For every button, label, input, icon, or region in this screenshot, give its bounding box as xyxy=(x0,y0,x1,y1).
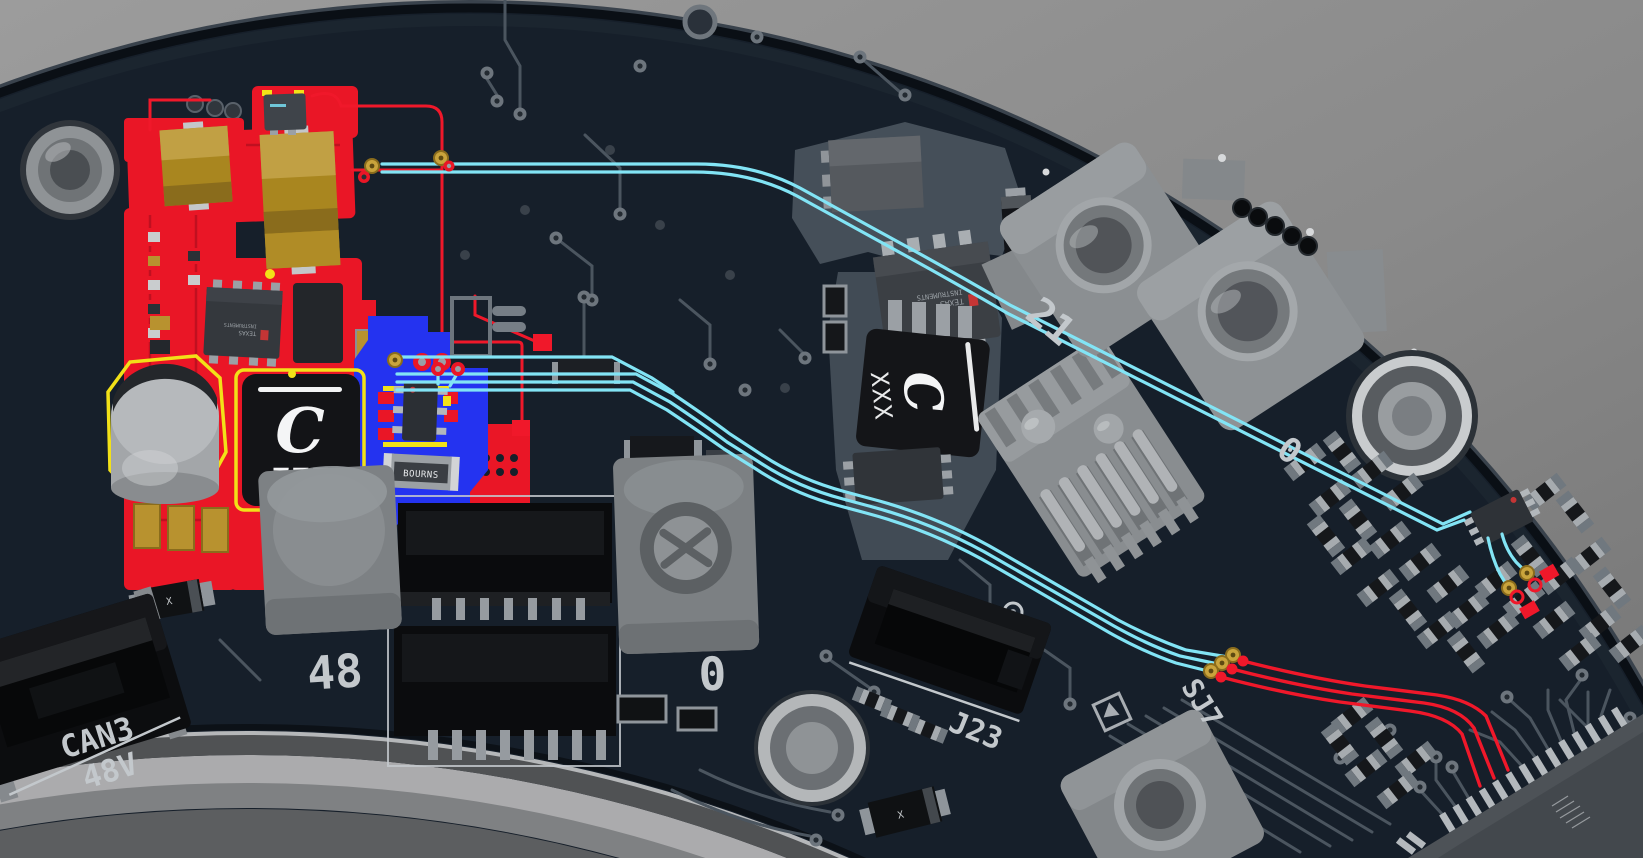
yellow-via xyxy=(265,269,275,279)
bourns-marking: BOURNS xyxy=(403,469,439,481)
power-module[interactable] xyxy=(820,135,924,213)
qfp-pins xyxy=(1395,706,1628,855)
tantalum-capacitor-1[interactable] xyxy=(159,120,233,213)
power-pads-gold xyxy=(133,503,229,553)
standoff-hole-right xyxy=(1346,350,1478,482)
small-caps-left xyxy=(822,284,848,354)
cyan-net-bundle[interactable] xyxy=(393,355,1230,673)
footprint-outline xyxy=(450,296,526,358)
sj7-jumper[interactable] xyxy=(1086,686,1137,737)
inductor-logo: C xyxy=(275,394,324,467)
ti-sot-on-blue[interactable] xyxy=(392,380,448,442)
caps-bottom-center xyxy=(616,694,718,732)
svg-text:X: X xyxy=(897,810,906,822)
yellow-highlight-bar xyxy=(383,442,447,447)
red-net-traces[interactable] xyxy=(1219,659,1510,788)
inductor2-value: XXX xyxy=(865,370,898,422)
spring-contact-connector[interactable] xyxy=(975,334,1214,589)
ti-logo: TEXAS INSTRUMENTS xyxy=(224,321,269,341)
ti-soic8-converter[interactable]: TEXAS INSTRUMENTS xyxy=(203,279,283,367)
silk-0: 0 xyxy=(698,647,728,702)
mount-hole-top-left xyxy=(20,120,120,220)
inductor2-logo: C xyxy=(890,368,955,416)
edge-holes xyxy=(1232,198,1318,256)
svg-text:INSTRUMENTS: INSTRUMENTS xyxy=(224,321,257,329)
yellow-mark xyxy=(443,396,451,406)
electrolytic-capacitor[interactable] xyxy=(106,354,228,504)
diode-bottom[interactable]: X xyxy=(858,784,952,840)
inductor-cxxx[interactable]: C XXX xyxy=(855,300,991,458)
sot23-regulator[interactable] xyxy=(254,90,307,135)
net-vias[interactable] xyxy=(358,150,1560,683)
j23-connector[interactable] xyxy=(845,565,1052,723)
mount-block-0[interactable] xyxy=(613,453,760,655)
silkscreen-line xyxy=(8,716,181,796)
silkscreen-line xyxy=(848,661,1020,723)
mount-block-bottom[interactable] xyxy=(1057,706,1269,858)
center-cutout-arcs xyxy=(0,724,866,858)
board-vias xyxy=(186,4,1637,847)
cyan-net-pair[interactable] xyxy=(380,162,1526,586)
sot-chip-right[interactable] xyxy=(1462,485,1542,550)
red-pad xyxy=(512,420,530,436)
qfp-mcu[interactable] xyxy=(1395,706,1643,858)
silk-48: 48 xyxy=(305,643,364,701)
dual-connector[interactable] xyxy=(387,495,621,767)
tantalum-capacitor-2[interactable] xyxy=(259,124,341,276)
mount-block-48[interactable] xyxy=(258,463,403,636)
qfp-logo-hatch xyxy=(1551,795,1591,829)
soic6-below[interactable] xyxy=(842,446,954,505)
svg-text:TEXAS: TEXAS xyxy=(238,329,257,337)
can3-connector[interactable] xyxy=(0,586,198,806)
yellow-via xyxy=(288,370,296,378)
smd-block[interactable] xyxy=(293,283,343,363)
svg-text:X: X xyxy=(165,596,173,608)
red-pad xyxy=(533,334,552,351)
standoff-hole-bottom xyxy=(754,690,870,806)
motor-mount-block-2[interactable] xyxy=(1132,162,1422,435)
